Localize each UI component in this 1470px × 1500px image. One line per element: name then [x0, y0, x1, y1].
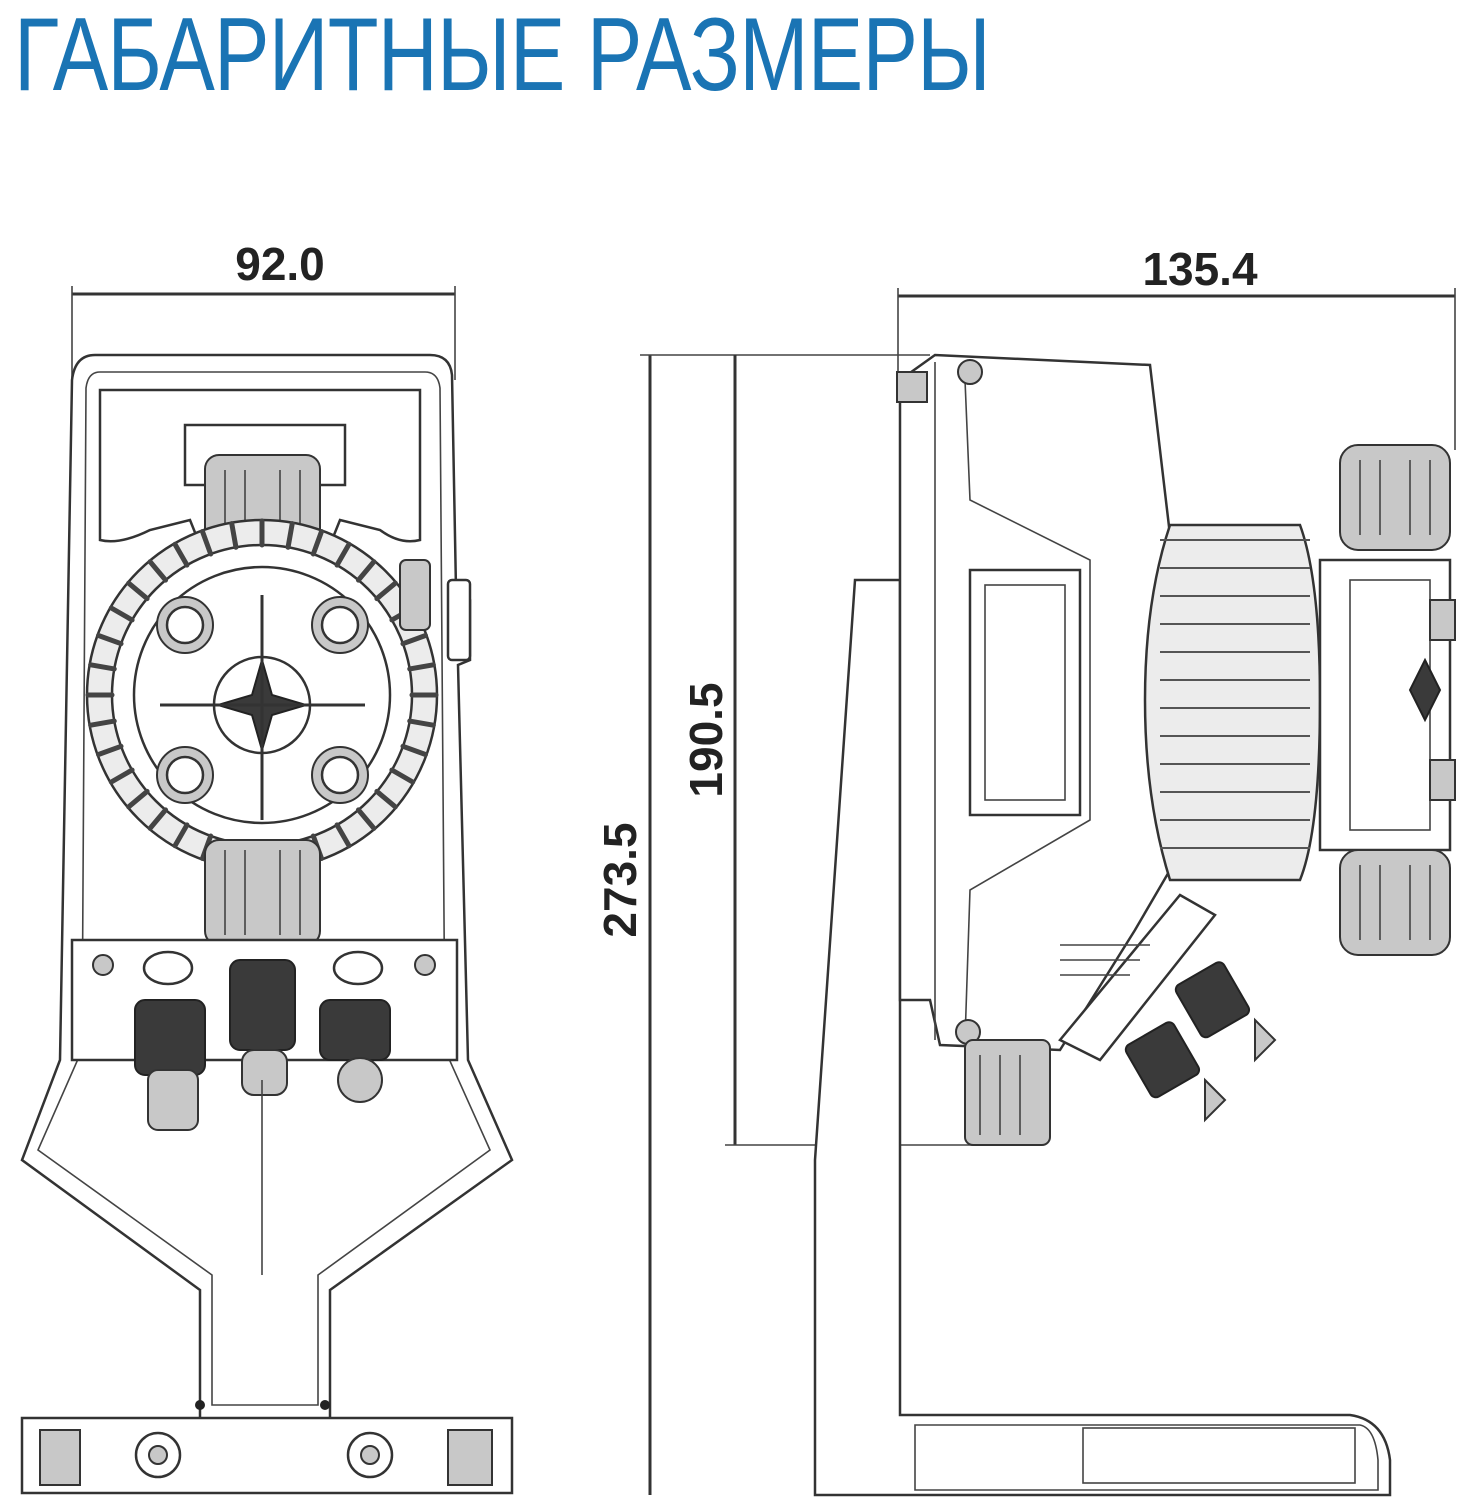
page-title: ГАБАРИТНЫЕ РАЗМЕРЫ [14, 0, 991, 113]
body-height-label: 190.5 [680, 682, 732, 797]
total-height-label: 273.5 [594, 822, 646, 937]
front-width-label: 92.0 [235, 238, 325, 290]
side-view: 135.4 273.5 190.5 [594, 243, 1456, 1497]
front-view: 92.0 [20, 238, 514, 1495]
side-depth-label: 135.4 [1142, 243, 1258, 295]
